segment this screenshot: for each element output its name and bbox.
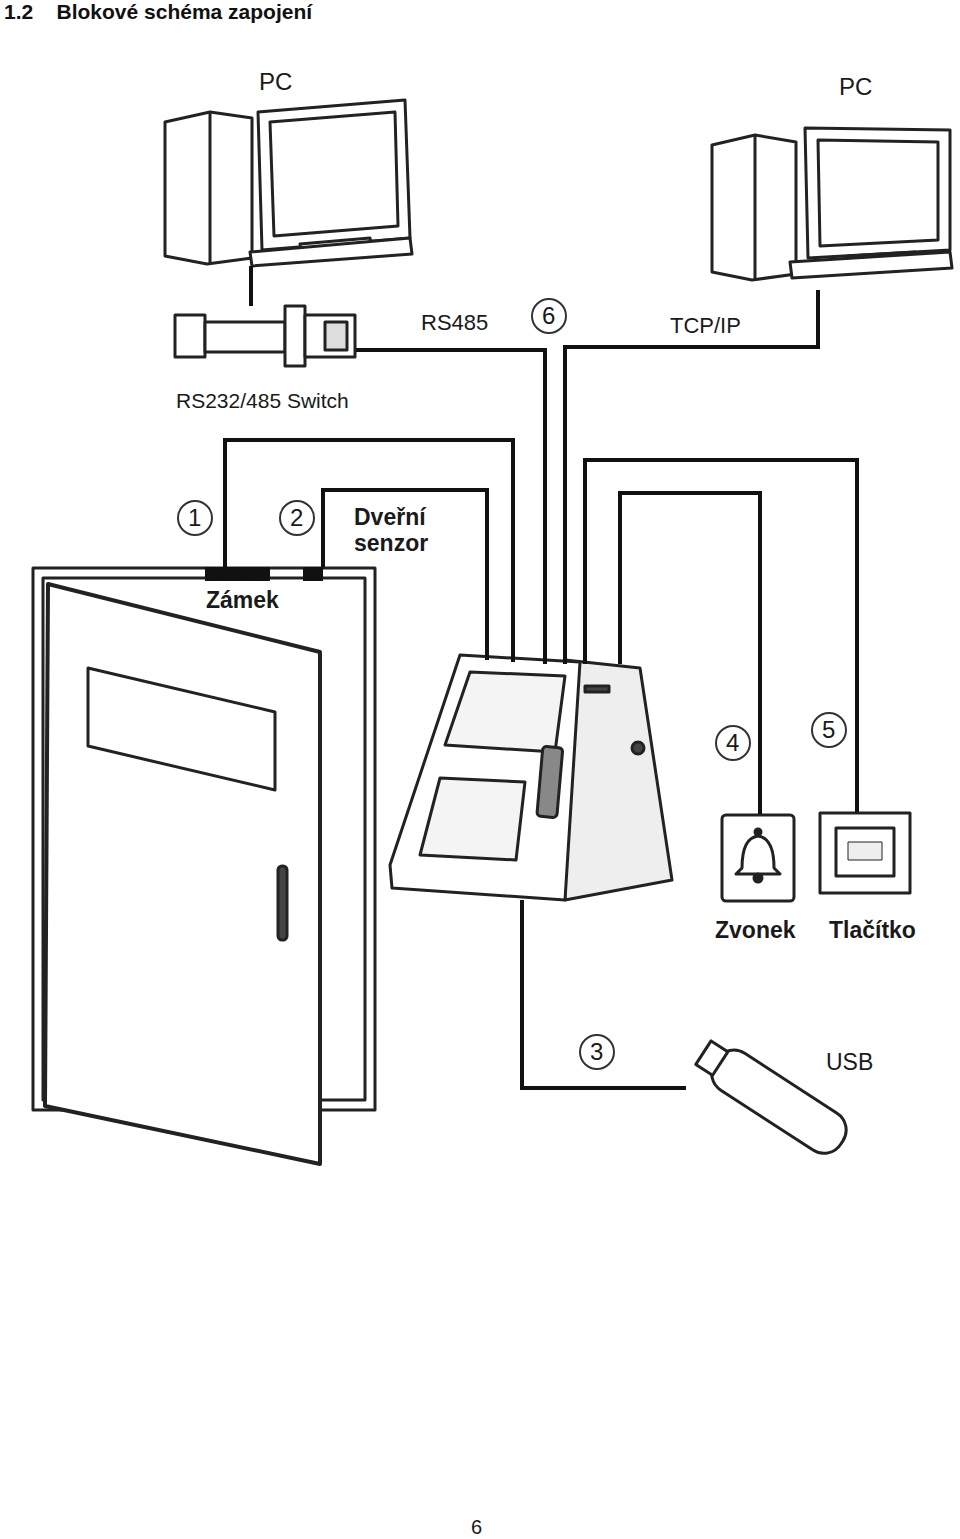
page-number: 6 bbox=[471, 1516, 482, 1539]
device-label: Tlačítko bbox=[829, 917, 916, 943]
callout-number: 4 bbox=[726, 729, 739, 757]
interface-label: TCP/IP bbox=[667, 313, 744, 338]
callout-number: 6 bbox=[542, 302, 555, 330]
device-label: Zámek bbox=[203, 587, 282, 613]
interface-label: RS485 bbox=[418, 310, 491, 335]
device-label: USB bbox=[826, 1049, 873, 1075]
device-label: PC bbox=[259, 68, 292, 96]
callout-number: 5 bbox=[822, 716, 835, 744]
device-label: RS232/485 Switch bbox=[176, 389, 349, 413]
device-label: Dveřní senzor bbox=[354, 504, 446, 557]
device-label: PC bbox=[839, 73, 872, 101]
callout-number: 1 bbox=[188, 504, 201, 532]
section-title: 1.2 Blokové schéma zapojení bbox=[4, 0, 312, 24]
device-label: Zvonek bbox=[715, 917, 796, 943]
callout-number: 2 bbox=[290, 504, 303, 532]
callout-number: 3 bbox=[590, 1038, 603, 1066]
